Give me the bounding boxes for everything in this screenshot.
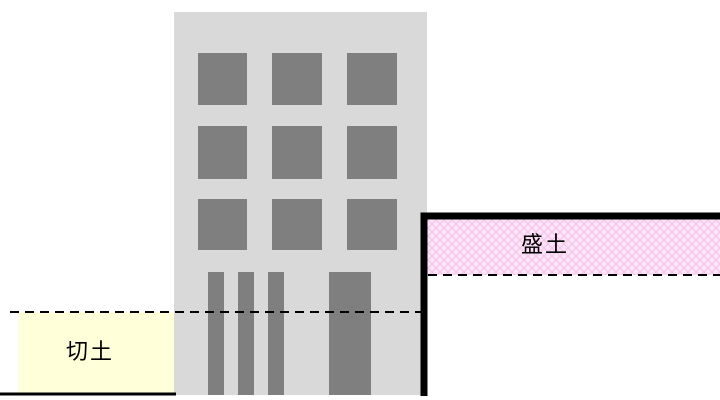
window: [272, 199, 322, 250]
entrance-panel: [238, 272, 254, 395]
entrance-panel: [268, 272, 284, 395]
retaining-wall-profile: [420, 212, 720, 396]
window: [347, 199, 397, 250]
cut-label: 切土: [66, 340, 115, 365]
fill-soil-area: [424, 216, 720, 275]
window: [198, 53, 247, 105]
fill-label: 盛土: [521, 233, 570, 258]
cut-soil-area: [18, 312, 176, 394]
window: [272, 126, 322, 179]
window: [347, 53, 397, 105]
window: [347, 126, 397, 179]
door: [329, 272, 371, 395]
window: [272, 53, 322, 105]
entrance-panel: [208, 272, 224, 395]
window: [198, 199, 247, 250]
window: [198, 126, 247, 179]
